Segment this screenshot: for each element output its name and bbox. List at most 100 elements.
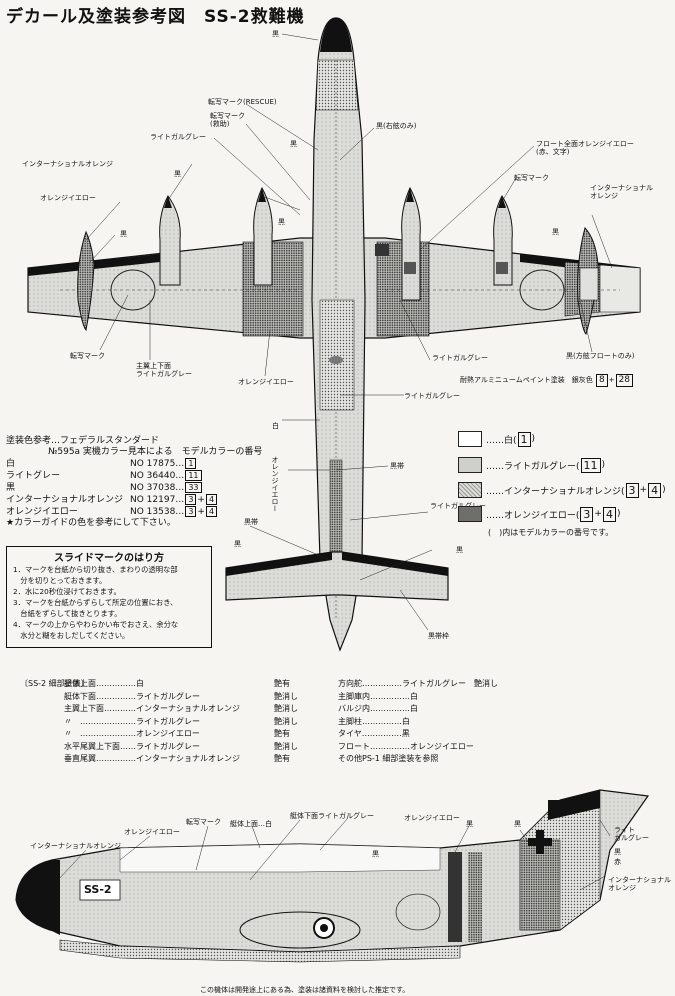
label-alum: 耐熱アルミニュームペイント塗装 銀灰色 8+28 (460, 374, 634, 387)
swatch-light-gull-gray (458, 457, 482, 473)
label-kuro-b: 黒 (120, 230, 127, 238)
details-item: 艇体上面……………白 (64, 679, 144, 688)
label-kuro-float: 黒(方舷フロートのみ) (566, 352, 635, 360)
label-rescue: 転写マーク(RESCUE) (208, 98, 277, 106)
side-label-lg: ライト ガルグレー (614, 826, 649, 842)
reference-row-name: 黒 (6, 483, 16, 493)
reference-box: 11 (185, 470, 202, 481)
details-right-row: その他PS-1 細部塗装を参照 (338, 754, 439, 763)
details-finish: 艶消し (274, 741, 298, 751)
color-reference: 塗装色参考…フェデラルスタンダード №595a 実機カラー見本による モデルカラ… (6, 436, 262, 529)
legend-tail: ) (601, 460, 606, 470)
legend-box: 3 (580, 506, 594, 522)
legend-tail: ) (662, 485, 666, 495)
label-kuro-d: 黒 (278, 218, 285, 226)
details-left-row: 水平尾翼上下面……ライトガルグレー艶消し (64, 741, 298, 754)
label-kuro-i: 黒 (456, 546, 463, 554)
reference-row-no: NO 12197… (130, 495, 185, 505)
slide-line: 台紙をずらして抜きとります。 (13, 609, 122, 618)
reference-box: 3 (185, 494, 197, 505)
horizontal-tail (225, 551, 449, 601)
side-hull-text: SS-2 (84, 883, 112, 896)
label-kuro-c: 黒 (290, 140, 297, 148)
details-item: 艇体下面……………ライトガルグレー (64, 691, 200, 701)
reference-row-name: 白 (6, 459, 16, 469)
footer-note: この機体は開発途上にある為、塗装は諸資料を検討した推定です。 (200, 986, 410, 994)
alum-box-1: 8 (595, 374, 608, 387)
side-label-intl: インターナショナルオレンジ (30, 842, 121, 850)
leader-lines (85, 33, 613, 631)
details-finish: 艶消し (274, 716, 298, 726)
label-orange-yellow-vertical: オレンジイエロー (271, 456, 279, 512)
legend-label: ……ライトガルグレー( (486, 461, 580, 472)
side-label-aka: 赤 (614, 858, 621, 866)
side-label-intl2: インターナショナル オレンジ (608, 876, 671, 892)
side-label-kuro4: 黒 (614, 848, 621, 856)
label-light-gray-1: ライトガルグレー (150, 133, 206, 141)
reference-note: ★カラーガイドの色を参考にして下さい。 (6, 518, 176, 528)
details-left-row: 艇体下面……………ライトガルグレー 艶消し (64, 691, 298, 704)
reference-heading: 塗装色参考…フェデラルスタンダード (6, 436, 160, 446)
label-light-gray-2: ライトガルグレー (432, 354, 488, 362)
details-finish: 艶有 (274, 679, 290, 688)
legend-white: ……白(1) (458, 430, 535, 448)
details-finish: 艶有 (274, 729, 290, 738)
details-left: 艇体上面……………白艶有 艇体下面……………ライトガルグレー艶消し 主翼上下面…… (64, 678, 298, 766)
details-left-row: 〃 …………………ライトガルグレー艶消し (64, 716, 298, 729)
label-orange-yellow-center: オレンジイエロー (238, 378, 294, 386)
slide-line: 2．水に20秒位浸けておきます。 (13, 587, 121, 596)
engines (159, 186, 513, 301)
label-kyuuen: 転写マーク (救助) (210, 112, 245, 128)
legend-light-gull-gray: ……ライトガルグレー(11) (458, 456, 605, 474)
swatch-white (458, 431, 482, 447)
reference-box: 4 (205, 494, 218, 505)
label-tensha-right: 転写マーク (514, 174, 549, 182)
legend-note: ( )内はモデルカラーの番号です。 (488, 528, 614, 537)
legend-box: 3 (625, 482, 639, 498)
legend-box: 11 (580, 457, 601, 473)
details-finish: 艶消し (274, 704, 298, 713)
slide-title: スライドマークのはり方 (54, 553, 164, 564)
legend-intl-orange: ……インターナショナルオレンジ(3+4) (458, 481, 666, 499)
details-right-row: 主脚柱……………白 (338, 716, 410, 726)
label-kuro-top: 黒 (272, 30, 279, 38)
label-shiro: 白 (272, 422, 279, 430)
details-finish: 艶消し (274, 691, 298, 701)
alum-box-2: 28 (615, 374, 634, 387)
legend-label: ……インターナショナルオレンジ( (486, 486, 625, 497)
legend-box: 4 (648, 482, 662, 498)
legend-tail: ) (531, 434, 536, 444)
swatch-orange-yellow (458, 506, 482, 522)
side-label-oy: オレンジイエロー (124, 828, 180, 836)
side-label-tensha: 転写マーク (186, 818, 221, 826)
reference-sub: №595a 実機カラー見本による モデルカラーの番号 (48, 447, 263, 457)
details-item: 主翼上下面…………インターナショナルオレンジ (64, 704, 240, 713)
label-tensha-left: 転写マーク (70, 352, 105, 360)
label-float-all: フロート全面オレンジイエロー (赤、文字) (536, 140, 634, 156)
label-main-wing: 主翼上下面 ライトガルグレー (136, 362, 192, 378)
slide-line: 1．マークを台紙から切り抜き、まわりの透明な部 (13, 565, 178, 574)
reference-row-no: NO 17875… (130, 459, 185, 469)
label-kuro-h: 黒 (234, 540, 241, 548)
details-right-row: 主脚庫内……………白 (338, 691, 418, 701)
details-left-row: 〃 …………………オレンジイエロー艶有 (64, 728, 298, 741)
side-view-drawing (15, 789, 650, 963)
details-finish: 艶有 (274, 754, 290, 763)
label-orange-yellow-left: オレンジイエロー (40, 194, 96, 202)
details-right-row: フロート……………オレンジイエロー (338, 741, 474, 751)
details-right-row: バルジ内……………白 (338, 704, 418, 713)
details-right-row: 方向舵……………ライトガルグレー 艶消し (338, 679, 498, 688)
details-right: 方向舵……………ライトガルグレー 艶消し 主脚庫内……………白 バルジ内…………… (338, 678, 498, 766)
legend-box: 1 (517, 431, 531, 447)
side-label-upper: 艇体上面…白 (230, 820, 272, 828)
reference-row-no: NO 13538… (130, 507, 185, 517)
side-label-oy2: オレンジイエロー (404, 814, 460, 822)
reference-row-no: NO 37038… (130, 483, 185, 493)
